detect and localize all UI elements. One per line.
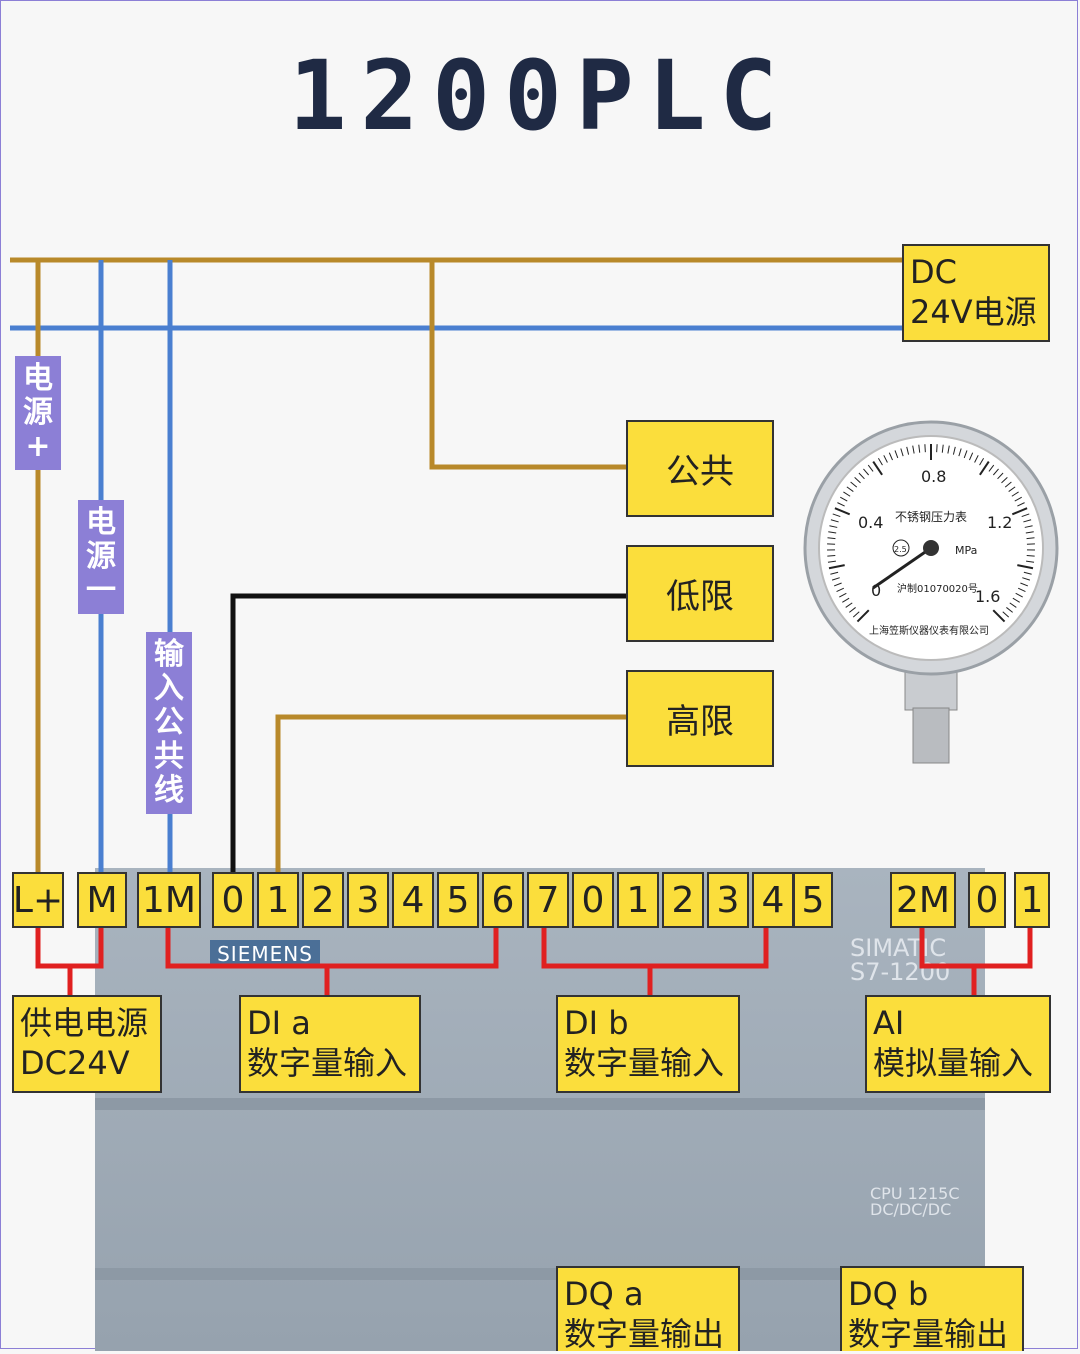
gauge-scale-0.8: 0.8	[921, 467, 946, 486]
terminal-11: 0	[572, 872, 614, 928]
power-supply-box: DC 24V电源	[902, 244, 1050, 342]
supply-label-line1: 供电电源	[14, 1003, 160, 1043]
terminal-13: 2	[662, 872, 704, 928]
vertical-label-char: 电	[78, 506, 124, 540]
terminal-19: 1	[1014, 872, 1050, 928]
power-supply-line2: 24V电源	[904, 292, 1048, 332]
vertical-label-char: 一	[78, 574, 124, 608]
vertical-label-char: 线	[146, 774, 192, 808]
input-common-label: 输入公共线	[146, 632, 192, 814]
gauge-hub	[923, 540, 939, 556]
vertical-label-char: 源	[15, 396, 61, 430]
low-limit-wire	[233, 596, 627, 872]
ai-label: AI 模拟量输入	[865, 995, 1051, 1093]
terminal-8: 5	[437, 872, 479, 928]
ai-label-line1: AI	[867, 1003, 1049, 1043]
dqb-label: DQ b 数字量输出	[840, 1266, 1024, 1351]
terminal-12: 1	[617, 872, 659, 928]
terminal-5: 2	[302, 872, 344, 928]
high-limit-box: 高限	[626, 670, 774, 767]
low-limit-box: 低限	[626, 545, 774, 642]
vertical-label-char: 源	[78, 540, 124, 574]
gauge-class: 2.5	[894, 545, 907, 554]
high-limit-wire	[278, 717, 627, 872]
power-minus-label: 电源一	[78, 500, 124, 614]
dib-label-line2: 数字量输入	[558, 1043, 738, 1083]
terminal-17: 2M	[890, 872, 956, 928]
terminal-4: 1	[257, 872, 299, 928]
vertical-label-char: 共	[146, 740, 192, 774]
vertical-label-char: 电	[15, 362, 61, 396]
vertical-label-char: 输	[146, 638, 192, 672]
dib-label: DI b 数字量输入	[556, 995, 740, 1093]
vertical-label-char: 入	[146, 672, 192, 706]
gauge-tick	[827, 556, 835, 557]
terminal-15: 4	[752, 872, 794, 928]
gauge-name: 不锈钢压力表	[895, 510, 967, 524]
common-box: 公共	[626, 420, 774, 517]
terminal-6: 3	[347, 872, 389, 928]
dqa-label: DQ a 数字量输出	[556, 1266, 740, 1351]
terminal-10: 7	[527, 872, 569, 928]
terminal-1: M	[77, 872, 127, 928]
gauge-scale-1.2: 1.2	[987, 513, 1012, 532]
terminal-0: L+	[12, 872, 64, 928]
power-plus-label: 电源+	[15, 356, 61, 470]
terminal-16: 5	[793, 872, 833, 928]
terminal-9: 6	[482, 872, 524, 928]
dia-bracket	[168, 928, 496, 966]
ai-bracket	[922, 928, 1030, 966]
pressure-gauge: 0 0.4 0.8 1.2 1.6 不锈钢压力表 MPa 2.5 沪制01070…	[803, 420, 1059, 770]
terminal-18: 0	[968, 872, 1006, 928]
gauge-license: 沪制01070020号	[897, 582, 978, 595]
supply-bracket	[38, 928, 101, 966]
dib-bracket	[544, 928, 766, 966]
gauge-tick	[1027, 556, 1035, 557]
dib-label-line1: DI b	[558, 1003, 738, 1043]
power-supply-line1: DC	[904, 252, 1048, 292]
terminal-14: 3	[707, 872, 749, 928]
ai-label-line2: 模拟量输入	[867, 1043, 1049, 1083]
terminal-3: 0	[212, 872, 254, 928]
dia-label-line2: 数字量输入	[241, 1043, 419, 1083]
dqa-label-line1: DQ a	[558, 1274, 738, 1314]
vertical-label-char: 公	[146, 706, 192, 740]
terminal-2: 1M	[137, 872, 201, 928]
gauge-scale-0.4: 0.4	[858, 513, 883, 532]
dqb-label-line1: DQ b	[842, 1274, 1022, 1314]
dqa-label-line2: 数字量输出	[558, 1314, 738, 1354]
supply-label: 供电电源 DC24V	[12, 995, 162, 1093]
gauge-unit: MPa	[955, 544, 977, 557]
dia-label: DI a 数字量输入	[239, 995, 421, 1093]
gauge-scale-1.6: 1.6	[975, 587, 1000, 606]
supply-label-line2: DC24V	[14, 1043, 160, 1083]
dia-label-line1: DI a	[241, 1003, 419, 1043]
gauge-maker: 上海笠斯仪器仪表有限公司	[869, 624, 989, 637]
gauge-fitting	[913, 708, 949, 763]
common-wire	[432, 260, 627, 467]
terminal-7: 4	[392, 872, 434, 928]
vertical-label-char: +	[15, 430, 61, 464]
dqb-label-line2: 数字量输出	[842, 1314, 1022, 1354]
